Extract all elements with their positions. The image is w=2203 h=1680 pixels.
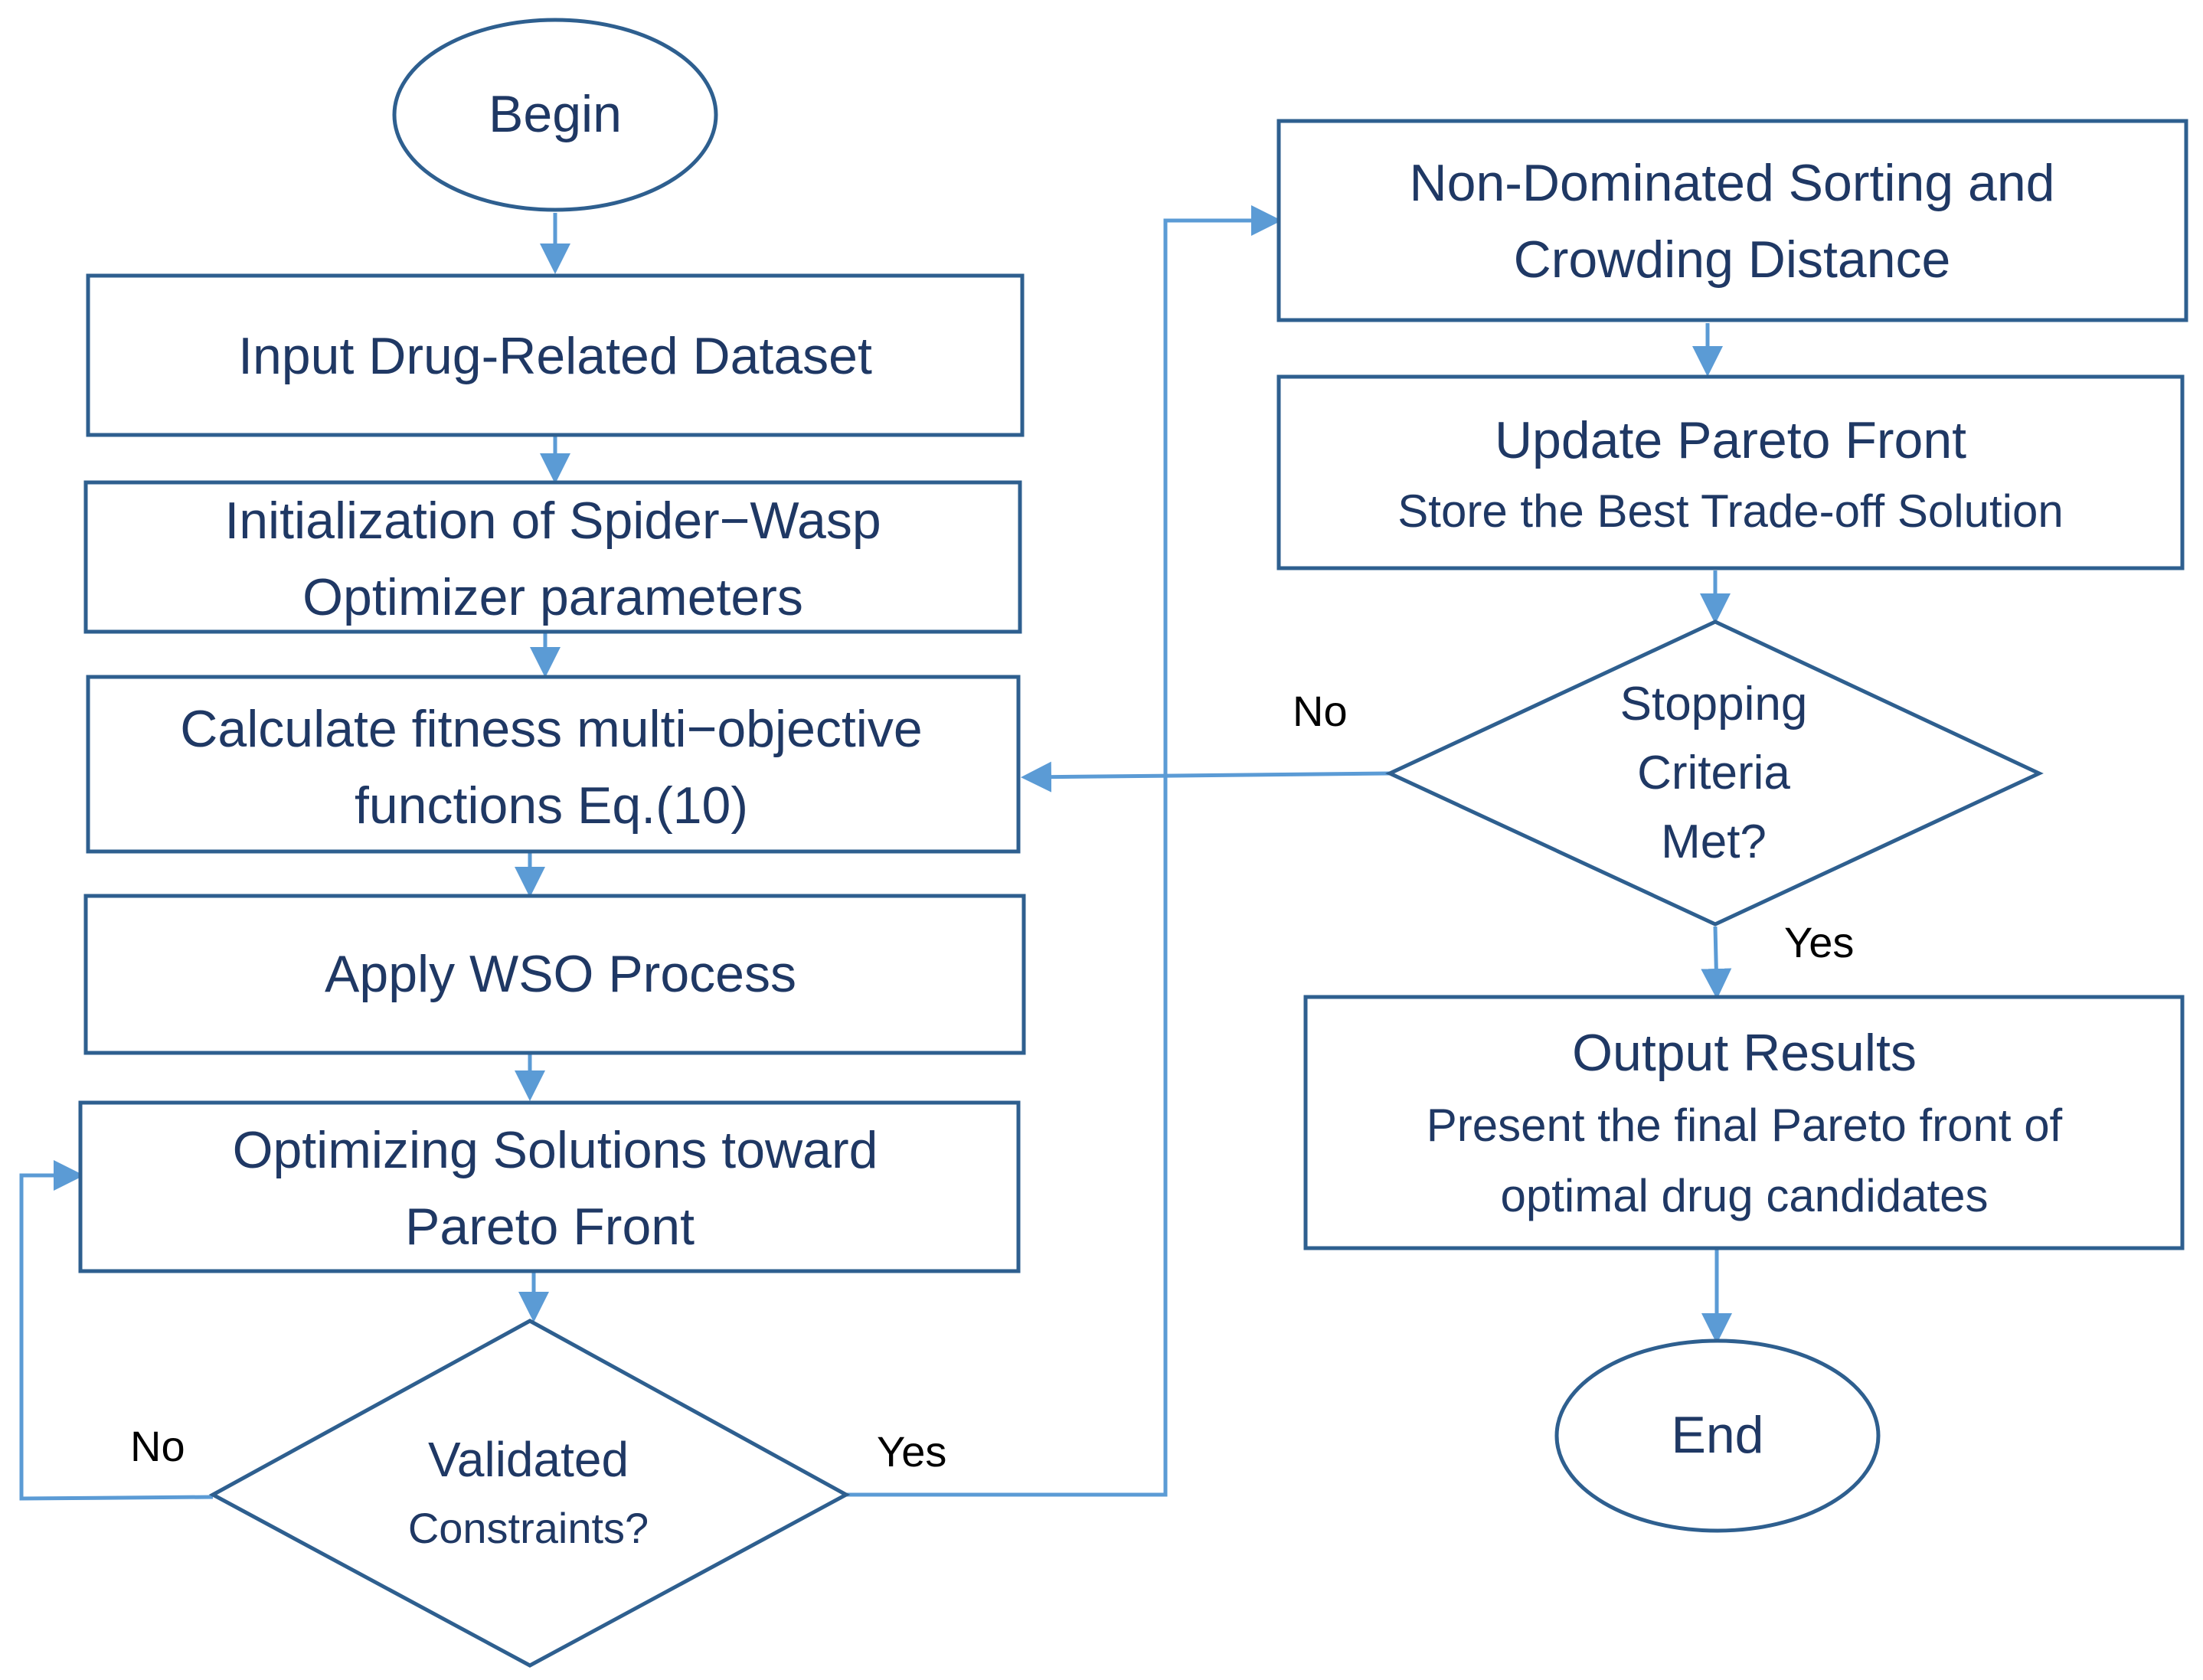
non-dominated-sorting-node: Non-Dominated Sorting and Crowding Dista… [1276, 119, 2188, 322]
apply-wso-node: Apply WSO Process [83, 894, 1026, 1055]
validated-constraints-label-line2: Constraints? [408, 1504, 649, 1552]
apply-wso-label: Apply WSO Process [325, 945, 796, 1003]
validated-constraints-decision: Validated Constraints? [208, 1319, 851, 1668]
stopping-no-label: No [1293, 687, 1348, 735]
calculate-fitness-label-line2: functions Eq.(10) [355, 776, 748, 835]
end-node: End [1554, 1338, 1881, 1533]
stopping-yes-label: Yes [1784, 918, 1854, 966]
update-pareto-front-node: Update Pareto Front Store the Best Trade… [1276, 374, 2185, 570]
optimizing-solutions-label-line1: Optimizing Solutions toward [233, 1121, 878, 1179]
initialization-label-line2: Optimizer parameters [302, 568, 803, 626]
calculate-fitness-node: Calculate fitness multi−objective functi… [86, 675, 1021, 854]
end-label: End [1672, 1406, 1764, 1464]
optimizing-solutions-label-line2: Pareto Front [405, 1198, 695, 1256]
begin-node: Begin [392, 18, 718, 212]
stopping-criteria-label-line2: Criteria [1637, 747, 1790, 799]
initialization-label-line1: Initialization of Spider−Wasp [224, 492, 881, 550]
calculate-fitness-label-line1: Calculate fitness multi−objective [180, 700, 922, 758]
connector-validated-no-loop [19, 1160, 214, 1501]
output-results-label-line1: Output Results [1572, 1024, 1917, 1082]
optimizing-solutions-node: Optimizing Solutions toward Pareto Front [78, 1100, 1021, 1273]
connectors [19, 205, 1732, 1501]
non-dominated-sorting-label-line2: Crowding Distance [1514, 230, 1951, 289]
output-results-label-line2: Present the final Pareto front of [1427, 1100, 2063, 1151]
connector-stopping-no-to-calc [1021, 761, 1391, 793]
stopping-criteria-label-line1: Stopping [1620, 678, 1808, 731]
connector-stopping-yes-to-output [1701, 926, 1732, 999]
connector-validated-yes-to-nds [846, 205, 1282, 1497]
validated-yes-label: Yes [877, 1427, 946, 1476]
input-dataset-label: Input Drug-Related Dataset [238, 327, 872, 385]
non-dominated-sorting-label-line1: Non-Dominated Sorting and [1410, 154, 2055, 212]
validated-constraints-label-line1: Validated [428, 1432, 629, 1487]
stopping-criteria-decision: Stopping Criteria Met? [1385, 619, 2044, 927]
validated-no-label: No [130, 1422, 185, 1470]
update-pareto-front-label-line2: Store the Best Trade-off Solution [1397, 485, 2063, 537]
stopping-criteria-label-line3: Met? [1661, 815, 1767, 868]
begin-label: Begin [489, 85, 622, 143]
update-pareto-front-label-line1: Update Pareto Front [1495, 411, 1966, 469]
output-results-node: Output Results Present the final Pareto … [1303, 995, 2185, 1250]
output-results-label-line3: optimal drug candidates [1500, 1170, 1988, 1221]
initialization-node: Initialization of Spider−Wasp Optimizer … [83, 480, 1022, 634]
input-dataset-node: Input Drug-Related Dataset [86, 273, 1025, 437]
